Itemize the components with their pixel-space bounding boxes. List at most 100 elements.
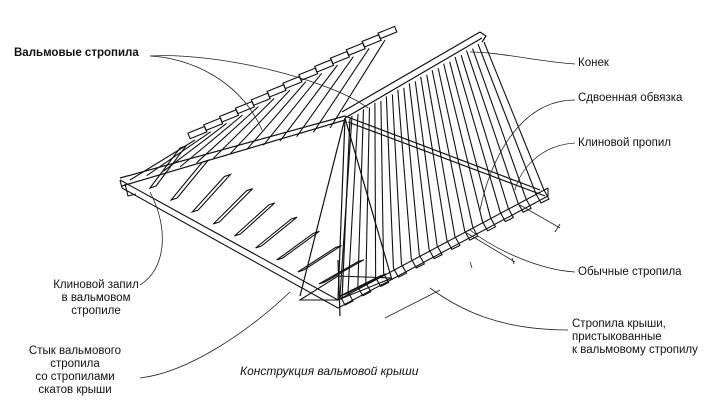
rafter-left-edge-a — [229, 89, 291, 155]
hip-rafter-right — [344, 115, 541, 191]
jack-rafter-front — [212, 188, 254, 225]
label-hip-joint-line-1: Стык вальмового — [28, 345, 122, 357]
label-jack-rafters: Стропила крыши, пристыкованные к вальмов… — [572, 318, 698, 357]
label-hip-notch-line-2: в вальмовом — [61, 292, 131, 304]
dim-line-2 — [519, 204, 561, 229]
rafter-left-head — [361, 34, 382, 48]
rafter-left-edge-a — [296, 56, 354, 137]
rafter-right-edge-b — [347, 113, 359, 293]
leader-bird-mouth — [514, 142, 576, 191]
jack-rafter-front — [190, 173, 233, 214]
ridge-beam — [341, 31, 487, 119]
jack-rafter-front — [318, 259, 365, 285]
rafter-left-edge-a — [196, 106, 259, 164]
jack-rafter-front — [148, 144, 188, 190]
rafter-left-edge-a — [279, 64, 338, 142]
right-slope-rafters — [339, 41, 550, 306]
rafter-left-head — [329, 50, 351, 65]
rafter-right-tail — [464, 226, 479, 241]
rafter-right-edge-a — [397, 89, 412, 259]
dim-line-1 — [464, 231, 516, 263]
rafter-right-edge-a — [454, 56, 501, 213]
rafter-right-edge-b — [483, 41, 545, 191]
label-hip-rafters: Вальмовые стропила — [14, 47, 139, 59]
rafter-right-edge-b — [460, 54, 509, 209]
jack-rafter-front — [234, 202, 276, 237]
leader-ridge — [469, 51, 576, 65]
leader-hip-joint — [139, 291, 291, 379]
label-hip-joint-line-3: со стропилами — [35, 371, 115, 383]
rafter-right-edge-a — [443, 63, 484, 222]
label-ridge: Конек — [578, 57, 609, 69]
hip-rafter-left-lower — [121, 119, 346, 187]
label-jack-rafters-line-2: пристыкованные — [572, 331, 662, 343]
label-double-plate: Сдвоенная обвязка — [578, 92, 683, 104]
label-jack-rafters-line-3: к вальмовому стропилу — [572, 344, 698, 356]
rafter-right-edge-b — [437, 68, 474, 228]
rafter-right-tail — [446, 236, 461, 251]
rafter-right-edge-a — [420, 76, 448, 241]
hip-rafter-front — [337, 117, 346, 301]
rafter-left-head — [250, 92, 271, 107]
leader-jack-rafters — [429, 287, 569, 331]
label-hip-joint-line-2: стропила — [50, 358, 100, 370]
rafter-right-edge-b — [391, 94, 403, 265]
ridge-line-top — [341, 31, 481, 113]
label-hip-joint: Стык вальмового стропила со стропилами с… — [10, 345, 140, 397]
dim-ticks-2 — [554, 223, 561, 233]
dim-ticks-1 — [469, 257, 515, 269]
hip-rafter-front-b — [341, 117, 351, 301]
plate-bottom-line — [121, 187, 549, 309]
label-bird-mouth: Клиновой пропил — [578, 137, 671, 149]
hip-end-post — [337, 259, 341, 317]
rafter-left-edge-a — [212, 97, 275, 159]
label-jack-rafters-line-1: Стропила крыши, — [572, 318, 666, 330]
rafter-right-tail — [535, 189, 550, 204]
rafter-right-tail — [428, 245, 443, 260]
ridge-end-cap — [479, 31, 487, 43]
rafter-right-edge-b — [426, 74, 456, 237]
eave-left-detail — [124, 183, 137, 197]
rafter-left-head — [266, 84, 287, 98]
rafter-left-edge-a — [262, 72, 323, 146]
jack-rafter-front — [297, 245, 342, 273]
rafter-right-edge-b — [414, 81, 438, 246]
rafter-right-edge-a — [385, 96, 395, 269]
rafter-right-edge-a — [408, 83, 430, 250]
rafter-left-edge-a — [246, 81, 307, 151]
ridge-line-bottom — [344, 37, 483, 119]
jack-rafter-front — [276, 230, 320, 261]
rafter-left-head — [234, 100, 256, 115]
hip-rafter-right-b — [347, 121, 546, 197]
rafter-left-edge-a — [312, 48, 370, 133]
hip-rafters-structure — [119, 115, 546, 317]
left-slope-rafters — [129, 25, 398, 297]
rafter-right-edge-a — [477, 43, 537, 195]
rafter-right-edge-b — [403, 87, 420, 255]
leader-lines — [139, 51, 576, 379]
leader-double-plate — [479, 99, 576, 211]
wall-plates — [119, 179, 549, 309]
rafter-right-edge-b — [449, 61, 492, 218]
leader-hip-rafters-a — [149, 55, 263, 131]
leader-hip-notch — [139, 191, 163, 286]
rafter-left-head — [345, 42, 366, 57]
hip-rafter-left — [119, 115, 346, 179]
rafter-right-tail — [410, 254, 426, 269]
rafter-left-edge-a — [329, 39, 386, 129]
rafter-left-head — [313, 59, 335, 73]
label-hip-notch-line-3: стропиле — [71, 305, 121, 317]
rafter-right-edge-b — [472, 48, 527, 200]
rafter-left-head — [282, 75, 303, 90]
rafter-right-edge-a — [357, 109, 365, 287]
rafter-right-tail — [392, 263, 408, 278]
label-hip-notch-line-1: Клиновой запил — [53, 279, 139, 291]
dimension-lines — [384, 204, 561, 319]
plate-left-end — [119, 179, 123, 189]
rafter-right-edge-a — [431, 70, 466, 232]
rafter-left-edge-a — [146, 131, 212, 177]
label-hip-joint-line-4: скатов крыши — [38, 384, 112, 396]
hip-joint-right — [344, 117, 393, 281]
label-common-rafters: Обычные стропила — [578, 266, 682, 278]
